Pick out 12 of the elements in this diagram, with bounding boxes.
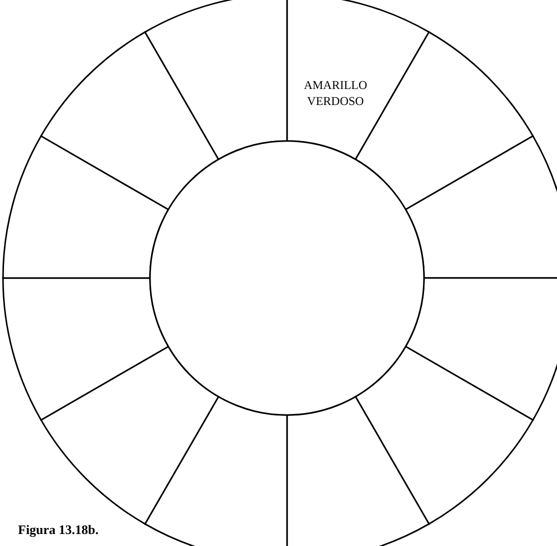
wheel-sector: [404, 135, 557, 279]
wheel-sector: [354, 346, 534, 525]
sector-label: AMARILLO VERDOSO: [304, 78, 368, 108]
wheel-sector: [40, 346, 220, 525]
wheel-sector: [404, 277, 557, 421]
wheel-sector: [40, 31, 220, 210]
wheel-sector: [2, 277, 170, 421]
wheel-sector: [144, 0, 288, 160]
wheel-sector: [144, 396, 288, 546]
wheel-sector: [286, 396, 430, 546]
figure-caption: Figura 13.18b.: [16, 522, 101, 538]
wheel-sector: [2, 135, 170, 279]
